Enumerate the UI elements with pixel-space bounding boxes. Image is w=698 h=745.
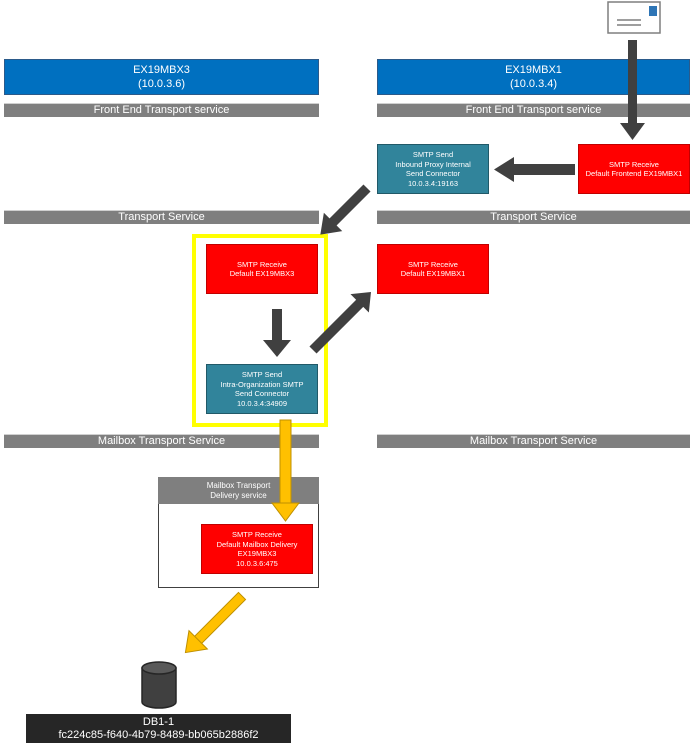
- arrow-diagonal-proxy-to-mbx3-receive: [320, 184, 371, 235]
- server-name: EX19MBX1: [505, 64, 562, 76]
- arrow-delivery-down: [271, 419, 300, 522]
- connector-line: SMTP Receive: [237, 259, 287, 269]
- smtp-receive-default-ex19mbx1: SMTP Receive Default EX19MBX1: [377, 244, 489, 294]
- arrow-diagonal-send-to-mbx1-receive: [309, 292, 371, 354]
- arrow-delivery-to-database: [184, 591, 247, 654]
- connector-line: SMTP Receive: [232, 530, 282, 539]
- envelope-icon: [607, 1, 661, 34]
- front-end-transport-bar-left: Front End Transport service: [4, 103, 319, 117]
- arrow-left-frontend-to-proxy: [494, 157, 575, 182]
- transport-service-bar-left: Transport Service: [4, 210, 319, 224]
- connector-line: Default Frontend EX19MBX1: [585, 169, 683, 178]
- smtp-send-inbound-proxy-connector: SMTP Send Inbound Proxy Internal Send Co…: [377, 144, 489, 194]
- connector-line: EX19MBX3: [237, 549, 277, 558]
- server-ip: (10.0.3.4): [509, 78, 558, 90]
- highlight-frame: [192, 234, 328, 427]
- connector-line: Send Connector: [405, 169, 461, 178]
- delivery-label-line: Mailbox Transport: [206, 481, 271, 490]
- connector-line: Inbound Proxy Internal: [395, 159, 471, 169]
- arrow-down-receive-to-send: [263, 309, 291, 357]
- server-ip: (10.0.3.6): [137, 78, 186, 90]
- smtp-receive-default-frontend-ex19mbx1: SMTP Receive Default Frontend EX19MBX1: [578, 144, 690, 194]
- mailbox-transport-bar-right: Mailbox Transport Service: [377, 434, 690, 448]
- arrow-down-envelope-to-frontend: [620, 40, 645, 140]
- delivery-label-line: Delivery service: [210, 491, 267, 500]
- database-name: DB1-1: [142, 716, 175, 728]
- connector-line: 10.0.3.4:34909: [236, 398, 288, 408]
- database-guid: fc224c85-f640-4b79-8489-bb065b2886f2: [58, 729, 259, 741]
- smtp-send-intra-organization-connector: SMTP Send Intra-Organization SMTP Send C…: [206, 364, 318, 414]
- connector-line: SMTP Receive: [408, 259, 458, 269]
- connector-line: Send Connector: [234, 389, 290, 398]
- connector-line: SMTP Send: [241, 370, 283, 379]
- server-header-ex19mbx1: EX19MBX1 (10.0.3.4): [377, 59, 690, 95]
- server-name: EX19MBX3: [133, 64, 190, 76]
- connector-line: SMTP Receive: [609, 159, 659, 169]
- smtp-receive-default-mailbox-delivery: SMTP Receive Default Mailbox Delivery EX…: [201, 524, 313, 574]
- smtp-receive-default-ex19mbx3: SMTP Receive Default EX19MBX3: [206, 244, 318, 294]
- connector-line: Intra-Organization SMTP: [220, 379, 304, 389]
- transport-service-bar-right: Transport Service: [377, 210, 690, 224]
- mailbox-transport-bar-left: Mailbox Transport Service: [4, 434, 319, 448]
- server-header-ex19mbx3: EX19MBX3 (10.0.3.6): [4, 59, 319, 95]
- connector-line: 10.0.3.6:475: [236, 558, 278, 568]
- connector-line: SMTP Send: [412, 150, 454, 159]
- database-icon: [141, 661, 177, 709]
- connector-line: 10.0.3.4:19163: [407, 178, 459, 188]
- connector-line: Default Mailbox Delivery: [216, 539, 298, 549]
- connector-line: Default EX19MBX1: [400, 269, 466, 278]
- connector-line: Default EX19MBX3: [229, 269, 295, 278]
- mailbox-transport-delivery-label: Mailbox Transport Delivery service: [158, 477, 319, 504]
- database-caption: DB1-1 fc224c85-f640-4b79-8489-bb065b2886…: [26, 714, 291, 743]
- front-end-transport-bar-right: Front End Transport service: [377, 103, 690, 117]
